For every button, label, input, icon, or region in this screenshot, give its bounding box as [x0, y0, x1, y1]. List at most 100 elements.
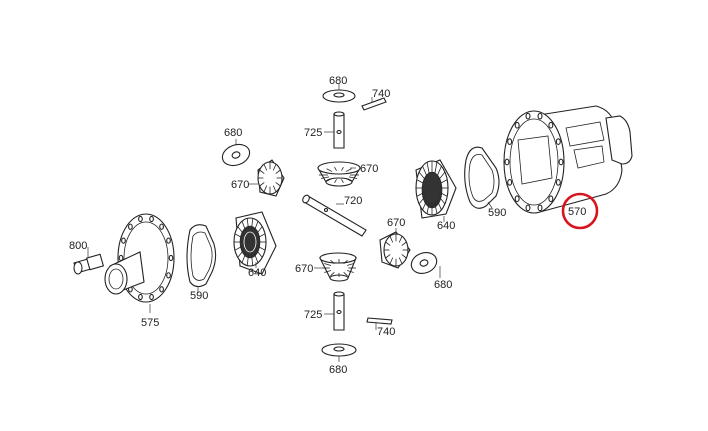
gear-tooth [401, 241, 407, 246]
gear-tooth [237, 226, 244, 234]
bolt-hole [138, 293, 143, 301]
gear-tooth [334, 167, 337, 171]
part-label-680-bottom: 680 [329, 364, 347, 376]
part-label-575: 575 [141, 317, 159, 329]
gear-tooth [272, 163, 277, 171]
gear-tooth [241, 221, 246, 231]
pinion-gear-670-top-drawing [317, 161, 361, 187]
gear-tooth [348, 171, 358, 174]
gear-tooth [234, 246, 242, 251]
gear-tooth [385, 241, 391, 246]
gear-tooth [341, 179, 344, 183]
bolt-hole [159, 286, 164, 293]
part-label-670-bottom: 670 [295, 263, 313, 275]
gear-tooth [341, 167, 344, 171]
gear-tooth [334, 179, 337, 183]
gear-tooth [275, 169, 281, 174]
gear-tooth [343, 271, 348, 277]
gear-tooth [434, 162, 438, 174]
gear-tooth [418, 196, 426, 205]
bolt-800-drawing [73, 253, 105, 275]
gear-tooth [258, 246, 266, 251]
bolt-hole [128, 223, 133, 230]
pin-740-bottom-drawing [366, 317, 393, 325]
bolt-hole [138, 215, 143, 223]
part-label-670-top: 670 [360, 163, 378, 175]
gear-tooth [345, 178, 352, 182]
part-label-680-left: 680 [224, 127, 242, 139]
gear-tooth [272, 185, 277, 193]
part-label-590-right: 590 [488, 207, 506, 219]
gear-tooth [416, 192, 424, 197]
gear-tooth [438, 171, 446, 180]
gear-tooth [401, 254, 407, 259]
gear-tooth [251, 218, 254, 230]
part-label-725-top: 725 [304, 127, 322, 139]
bolt-hole [149, 215, 154, 223]
gear-tooth [320, 171, 330, 174]
gear-tooth [434, 202, 438, 214]
bolt-hole [166, 272, 171, 279]
side-gear-640-right-drawing [415, 159, 457, 219]
part-label-740-top: 740 [372, 88, 390, 100]
gear-tooth [259, 169, 265, 174]
gear-tooth [254, 221, 259, 231]
bolt-hole [548, 121, 554, 129]
bolt-hole [166, 237, 171, 244]
part-label-670-left-upper: 670 [231, 179, 249, 191]
washer-680-top-drawing [322, 89, 356, 103]
part-label-640-left: 640 [248, 267, 266, 279]
bolt-hole [507, 138, 513, 145]
thrust-plate-590-left-drawing [186, 224, 217, 288]
gear-tooth [258, 233, 266, 238]
bolt-hole [525, 112, 531, 120]
gear-tooth [234, 233, 242, 238]
gear-tooth [426, 202, 430, 214]
bolt-hole [537, 112, 543, 120]
gear-tooth [348, 176, 358, 179]
gear-tooth [263, 163, 268, 171]
gear-tooth [326, 178, 333, 182]
gear-tooth [426, 162, 430, 174]
gear-tooth [324, 270, 332, 273]
shaft-725-bottom-drawing [333, 291, 345, 331]
part-label-570: 570 [568, 206, 586, 218]
gear-tooth [385, 254, 391, 259]
shaft-725-top-drawing [333, 111, 345, 149]
bolt-hole [504, 158, 510, 166]
bolt-hole [548, 195, 554, 203]
gear-tooth [326, 168, 333, 172]
gear-tooth [275, 182, 281, 187]
washer-680-left-drawing [221, 143, 251, 167]
bolt-hole [525, 204, 531, 212]
gear-tooth [251, 254, 254, 266]
gear-tooth [330, 259, 335, 265]
part-label-800: 800 [69, 240, 87, 252]
gear-tooth [440, 192, 448, 197]
gear-tooth [436, 165, 442, 177]
gear-tooth [263, 185, 268, 193]
housing-flange-575-drawing [104, 213, 175, 303]
bolt-hole [121, 237, 126, 244]
bolt-hole [537, 204, 543, 212]
pinion-gear-670-mid-drawing [379, 231, 411, 269]
bolt-hole [149, 293, 154, 301]
pinion-gear-670-bottom-drawing [319, 252, 357, 282]
gear-tooth [436, 199, 442, 211]
gear-tooth [237, 250, 244, 258]
gear-tooth [398, 235, 403, 243]
washer-680-right-drawing [410, 252, 438, 274]
gear-tooth [330, 271, 335, 277]
thrust-plate-590-right-drawing [464, 146, 500, 209]
lead-590-right [487, 201, 493, 209]
part-label-590-left: 590 [190, 290, 208, 302]
gear-tooth [320, 176, 330, 179]
part-label-670-mid: 670 [387, 217, 405, 229]
cross-shaft-720-drawing [302, 194, 367, 237]
gear-tooth [389, 257, 394, 265]
bolt-hole [507, 179, 513, 186]
bolt-hole [514, 121, 520, 129]
gear-tooth [438, 196, 446, 205]
part-label-640-right: 640 [437, 220, 455, 232]
part-label-740-bottom: 740 [377, 326, 395, 338]
